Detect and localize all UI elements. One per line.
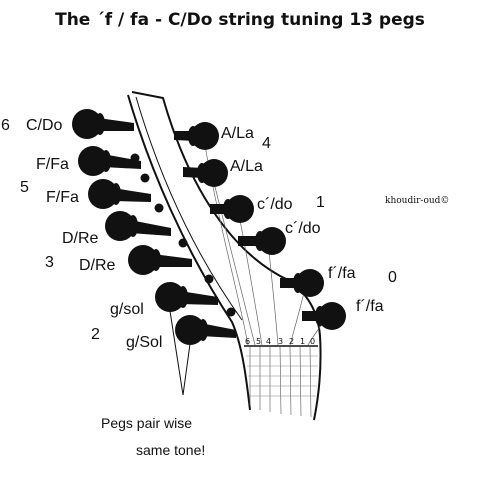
course-number-0: 0 — [388, 269, 397, 286]
peg-left-1 — [72, 109, 134, 139]
nut-number-2: 2 — [289, 337, 294, 346]
nut-number-1: 1 — [300, 337, 305, 346]
course-number-5: 5 — [20, 179, 29, 196]
label-left-f-fa-1: F/Fa — [36, 156, 69, 173]
course-numbers: 6 5 4 3 2 1 0 — [1, 117, 397, 343]
diagram-title: The ´f / fa - C/Do string tuning 13 pegs — [55, 10, 425, 30]
label-left-g-sol-1: g/sol — [110, 301, 144, 318]
nut-numbers: 6 5 4 3 2 1 0 — [245, 337, 315, 346]
course-number-6: 6 — [1, 117, 10, 134]
peg-right-1 — [174, 122, 219, 150]
note-line-2: same tone! — [136, 442, 205, 458]
label-right-f-fa-2: f´/fa — [356, 298, 384, 315]
pointer-lines — [169, 310, 191, 396]
label-left-f-fa-2: F/Fa — [46, 189, 79, 206]
nut — [244, 345, 318, 418]
label-right-f-fa-1: f´/fa — [328, 265, 356, 282]
peg-right-6 — [302, 302, 346, 330]
right-pegs — [174, 122, 346, 330]
credit-text: khoudir-oud© — [385, 196, 449, 206]
label-right-a-la-1: A/La — [221, 125, 254, 142]
nut-number-6: 6 — [245, 337, 250, 346]
peg-left-4 — [105, 211, 171, 241]
course-number-1: 1 — [316, 194, 325, 211]
course-number-4: 4 — [262, 135, 271, 152]
right-labels: A/La A/La c´/do c´/do f´/fa f´/fa — [221, 125, 384, 315]
label-left-d-re-2: D/Re — [79, 257, 116, 274]
label-left-c-do: C/Do — [26, 117, 63, 134]
nut-number-0: 0 — [310, 337, 315, 346]
peg-left-7 — [175, 315, 236, 345]
peg-right-2 — [183, 159, 228, 187]
note-line-1: Pegs pair wise — [101, 415, 192, 431]
peg-right-5 — [280, 269, 324, 297]
nut-number-4: 4 — [266, 337, 271, 346]
nut-number-5: 5 — [256, 337, 261, 346]
label-right-c-do-1: c´/do — [257, 196, 293, 213]
peg-left-2 — [78, 146, 141, 176]
label-left-g-sol-2: g/Sol — [126, 334, 162, 351]
nut-number-3: 3 — [278, 337, 283, 346]
peg-left-6 — [155, 282, 218, 312]
label-left-d-re-1: D/Re — [62, 230, 99, 247]
peg-left-3 — [88, 179, 151, 209]
label-right-a-la-2: A/La — [230, 158, 263, 175]
peg-right-3 — [210, 195, 254, 223]
course-number-2: 2 — [91, 326, 100, 343]
course-number-3: 3 — [45, 254, 54, 271]
peg-left-5 — [128, 245, 192, 275]
label-right-c-do-2: c´/do — [285, 220, 321, 237]
left-labels: C/Do F/Fa F/Fa D/Re D/Re g/sol g/Sol — [26, 117, 162, 351]
left-pegs — [72, 109, 236, 345]
peg-right-4 — [238, 227, 286, 255]
